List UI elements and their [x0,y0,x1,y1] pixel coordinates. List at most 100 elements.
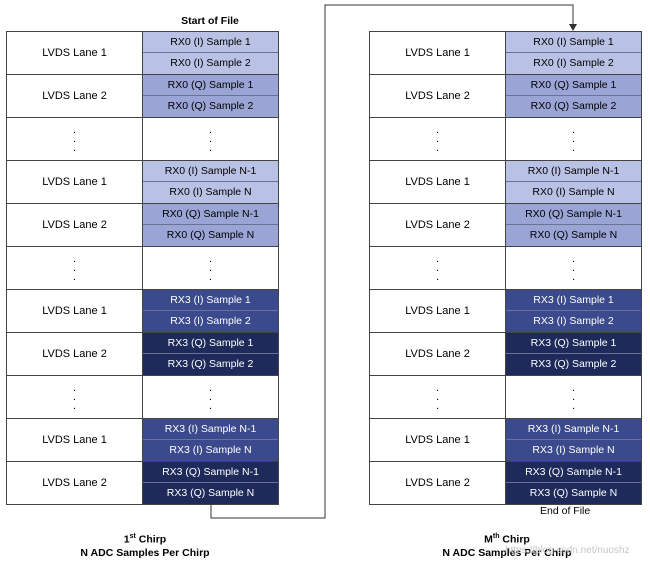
ellipsis-lane: . . . [370,376,506,418]
sample-cell: RX3 (Q) Sample N [143,483,278,504]
lvds-lane-label: LVDS Lane 2 [7,204,143,246]
ellipsis-lane: . . . [370,118,506,160]
ellipsis-lane: . . . [370,247,506,289]
sample-cell: RX0 (I) Sample 2 [143,53,278,74]
sample-cell: RX3 (I) Sample N [143,440,278,461]
ellipsis-row: . . .. . . [370,247,642,290]
sample-cell: RX0 (I) Sample 1 [506,32,641,53]
watermark: https://blog.csdn.net/nuoshz [505,545,630,556]
lvds-lane-label: LVDS Lane 1 [370,32,506,74]
ellipsis-row: . . .. . . [7,247,279,290]
lvds-lane-label: LVDS Lane 2 [370,204,506,246]
mth-chirp-subtitle: N ADC Samples Per Chirp [442,546,572,559]
lvds-lane-label: LVDS Lane 1 [7,419,143,461]
lvds-lane-label: LVDS Lane 1 [370,419,506,461]
ellipsis-lane: . . . [7,376,143,418]
lvds-lane-label: LVDS Lane 2 [370,333,506,375]
ellipsis-samples: . . . [143,247,279,289]
start-of-file-label: Start of File [181,15,239,27]
first-chirp-subtitle: N ADC Samples Per Chirp [80,546,210,559]
ellipsis-row: . . .. . . [7,376,279,419]
ellipsis-samples: . . . [506,118,642,160]
sample-cell: RX0 (Q) Sample 2 [143,96,278,117]
sample-cell: RX3 (Q) Sample 2 [506,354,641,375]
sample-cell: RX0 (Q) Sample N-1 [506,204,641,225]
ellipsis-row: . . .. . . [370,376,642,419]
mth-chirp-suffix: th [492,533,500,540]
lvds-lane-label: LVDS Lane 1 [370,161,506,203]
sample-cell: RX0 (I) Sample N-1 [506,161,641,182]
sample-cell: RX0 (Q) Sample 1 [506,75,641,96]
sample-cell: RX3 (Q) Sample N-1 [506,462,641,483]
lvds-lane-label: LVDS Lane 1 [370,290,506,332]
sample-cell: RX3 (Q) Sample 1 [143,333,278,354]
lvds-lane-label: LVDS Lane 1 [7,32,143,74]
sample-cell: RX0 (I) Sample 1 [143,32,278,53]
sample-cell: RX0 (I) Sample N [143,182,278,203]
ellipsis-samples: . . . [506,376,642,418]
lvds-lane-label: LVDS Lane 2 [7,462,143,504]
first-chirp-word: Chirp [138,533,167,546]
ellipsis-lane: . . . [7,118,143,160]
sample-cell: RX0 (Q) Sample N-1 [143,204,278,225]
ellipsis-row: . . .. . . [7,118,279,161]
sample-cell: RX3 (I) Sample N-1 [143,419,278,440]
ellipsis-samples: . . . [143,376,279,418]
mth-chirp-caption: Mth Chirp N ADC Samples Per Chirp [422,530,592,560]
lvds-lane-label: LVDS Lane 1 [7,161,143,203]
first-chirp-ordinal: 1 [123,533,130,546]
sample-cell: RX0 (Q) Sample N [143,225,278,246]
sample-cell: RX3 (I) Sample 1 [506,290,641,311]
lvds-lane-label: LVDS Lane 2 [370,462,506,504]
sample-cell: RX3 (Q) Sample N [506,483,641,504]
end-of-file-label: End of File [540,505,591,517]
sample-cell: RX0 (Q) Sample 1 [143,75,278,96]
sample-cell: RX0 (Q) Sample 2 [506,96,641,117]
ellipsis-lane: . . . [7,247,143,289]
sample-cell: RX3 (I) Sample 2 [506,311,641,332]
lvds-lane-label: LVDS Lane 2 [7,75,143,117]
sample-cell: RX0 (I) Sample 2 [506,53,641,74]
sample-cell: RX0 (I) Sample N [506,182,641,203]
sample-cell: RX3 (Q) Sample 1 [506,333,641,354]
mth-chirp-ordinal: M [484,533,493,546]
lvds-lane-label: LVDS Lane 1 [7,290,143,332]
sample-cell: RX0 (I) Sample N-1 [143,161,278,182]
first-chirp-caption: 1st Chirp N ADC Samples Per Chirp [60,530,230,560]
lvds-lane-label: LVDS Lane 2 [370,75,506,117]
lvds-lane-label: LVDS Lane 2 [7,333,143,375]
ellipsis-row: . . .. . . [370,118,642,161]
